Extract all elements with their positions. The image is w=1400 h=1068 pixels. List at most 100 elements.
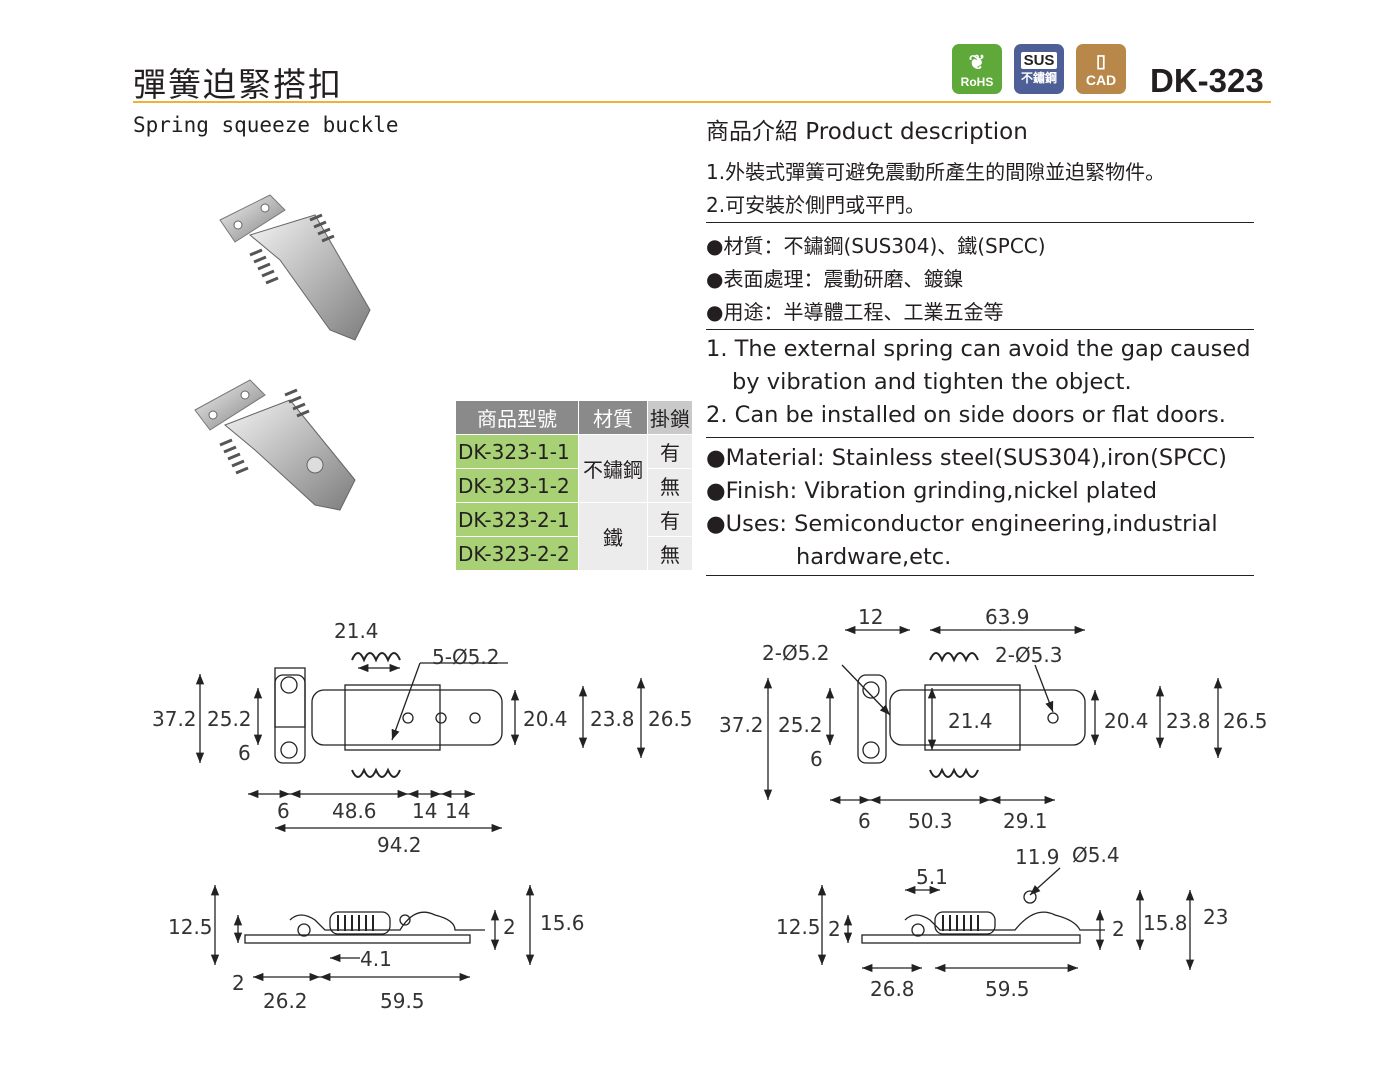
material-cell: 不鏽鋼 [578,434,648,503]
divider [706,575,1254,576]
dim-label: 5.1 [916,865,948,889]
drawing-top-right [763,625,1223,805]
dim-label: 2-Ø5.2 [762,641,830,665]
padlock-cell: 有 [647,502,693,537]
table-row: DK-323-2-1 鐵 有 [455,502,693,571]
rohs-badge: ❦ RoHS [952,44,1002,94]
zh-spec-finish: ●表面處理：震動研磨、鍍鎳 [706,267,964,291]
header-padlock: 掛鎖 [647,400,693,435]
dim-label: 6 [238,741,251,765]
material-cell: 鐵 [578,502,648,571]
dim-label: 94.2 [377,833,422,857]
title-divider [133,101,1271,103]
sus-badge: SUS 不鏽鋼 [1014,44,1064,94]
dim-label: 12.5 [168,915,213,939]
dim-label: Ø5.4 [1072,843,1120,867]
dim-label: 20.4 [1104,709,1149,733]
product-photo-2 [194,379,356,511]
dim-label: 25.2 [207,707,252,731]
table-row: DK-323-1-2 無 [455,468,693,503]
dim-label: 15.6 [540,911,585,935]
document-icon: ▯ [1096,50,1106,71]
zh-spec-uses: ●用途：半導體工程、工業五金等 [706,300,1004,324]
en-point-2: 2. Can be installed on side doors or fla… [706,402,1226,428]
zh-point-1: 1.外裝式彈簧可避免震動所產生的間隙並迫緊物件。 [706,160,1166,184]
dim-label: 48.6 [332,799,377,823]
dim-label: 59.5 [380,989,425,1013]
drawing-side-right [817,867,1195,973]
dim-label: 6 [810,747,823,771]
part-number: DK-323-2-1 [455,502,579,537]
dim-label: 26.8 [870,977,915,1001]
technical-drawings: 21.4 5-Ø5.2 37.2 25.2 6 20.4 23.8 26.5 6… [152,605,1268,1013]
sus-label: SUS [1020,52,1058,69]
dim-label: 29.1 [1003,809,1048,833]
dim-label: 23.8 [590,707,635,731]
header-material: 材質 [578,400,648,435]
dim-label: 21.4 [948,709,993,733]
rohs-label: RoHS [960,74,994,89]
product-photo-1 [219,194,371,341]
dim-label: 37.2 [719,713,764,737]
cad-label: CAD [1085,71,1117,88]
padlock-cell: 無 [647,536,693,571]
table-row: DK-323-1-1 不鏽鋼 有 [455,434,693,503]
drawing-side-left [210,885,535,982]
padlock-cell: 無 [647,468,693,503]
dim-label: 6 [277,799,290,823]
en-point-1: 1. The external spring can avoid the gap… [706,336,1251,362]
page-title-zh: 彈簧迫緊搭扣 [133,65,343,104]
page-title-en: Spring squeeze buckle [133,113,399,137]
dim-label: 50.3 [908,809,953,833]
sus-sub-label: 不鏽鋼 [1020,71,1057,85]
dim-label: 25.2 [778,713,823,737]
en-point-1-cont: by vibration and tighten the object. [732,369,1132,395]
dim-label: 11.9 [1015,845,1060,869]
dim-label: 2 [828,917,841,941]
spec-table: 商品型號 材質 掛鎖 DK-323-1-1 不鏽鋼 有 DK-323-1-2 無… [455,400,693,571]
dim-label: 37.2 [152,707,197,731]
dim-label: 63.9 [985,605,1030,629]
model-number: DK-323 [1150,62,1264,99]
dim-label: 23 [1203,905,1228,929]
dim-label: 14 [412,799,437,823]
en-spec-uses: ●Uses: Semiconductor engineering,industr… [706,511,1218,537]
drawing-top-left [195,652,646,833]
dim-label: 2-Ø5.3 [995,643,1063,667]
padlock-cell: 有 [647,434,693,469]
dim-label: 20.4 [523,707,568,731]
dim-label: 23.8 [1166,709,1211,733]
divider [706,222,1254,223]
dim-label: 26.2 [263,989,308,1013]
dim-label: 2 [1112,917,1125,941]
dim-label: 14 [445,799,470,823]
dim-label: 6 [858,809,871,833]
dim-label: 59.5 [985,977,1030,1001]
zh-spec-material: ●材質：不鏽鋼(SUS304)、鐵(SPCC) [706,234,1046,258]
en-spec-uses-cont: hardware,etc. [796,544,952,570]
leaf-icon: ❦ [968,51,986,74]
dim-label: 26.5 [648,707,693,731]
dim-label: 5-Ø5.2 [432,645,500,669]
table-row: DK-323-2-2 無 [455,536,693,571]
divider [706,437,1254,438]
en-spec-finish: ●Finish: Vibration grinding,nickel plate… [706,478,1158,504]
zh-point-2: 2.可安裝於側門或平門。 [706,193,926,217]
cad-badge: ▯ CAD [1076,44,1126,94]
dim-label: 2 [232,971,245,995]
dim-label: 12.5 [776,915,821,939]
part-number: DK-323-2-2 [455,536,579,571]
dim-label: 12 [858,605,883,629]
dim-label: 26.5 [1223,709,1268,733]
dim-label: 15.8 [1143,911,1188,935]
description-heading: 商品介紹 Product description [706,119,1028,145]
dim-label: 2 [503,915,516,939]
part-number: DK-323-1-2 [455,468,579,503]
header-part-number: 商品型號 [455,400,579,435]
en-spec-material: ●Material: Stainless steel(SUS304),iron(… [706,445,1227,471]
dim-label: 4.1 [360,947,392,971]
part-number: DK-323-1-1 [455,434,579,469]
divider [706,329,1254,330]
dim-label: 21.4 [334,619,379,643]
product-photos [194,194,371,511]
